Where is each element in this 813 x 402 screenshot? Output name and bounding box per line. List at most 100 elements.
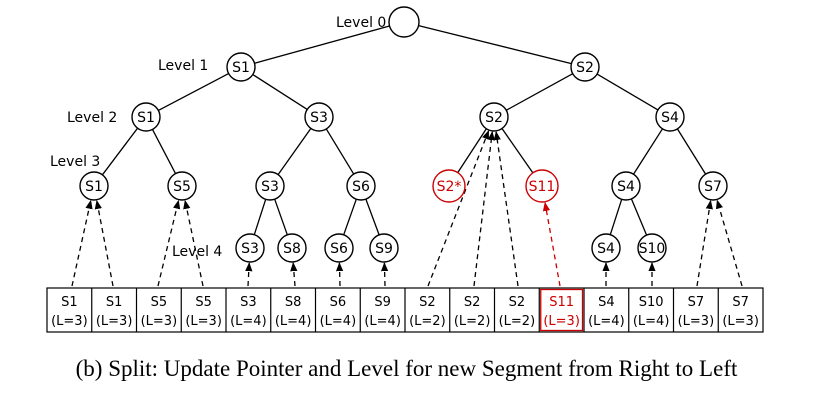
tree-node: S4 [591,233,621,263]
pointer-arrow [542,201,561,287]
pointer-arrow [71,199,93,287]
node-circle [346,171,376,201]
cell-segment: S2 [419,295,436,310]
node-label: S4 [597,241,615,257]
node-circle [698,171,728,201]
tree-edge [101,127,139,176]
node-circle [570,52,600,82]
cell-segment: S7 [732,295,749,310]
pointer-arrow [427,130,490,287]
level-4-label: Level 4 [172,244,222,260]
tree-node: S3 [255,171,285,201]
tree-node: S9 [369,233,399,263]
node-circle [525,169,559,203]
pointer-arrow [380,262,389,287]
tree-edge [151,129,177,174]
tree-node: S7 [698,171,728,201]
tree-node: S10 [637,233,667,263]
cell-level: (L=3) [678,314,715,329]
tree-edge [254,25,390,64]
pointer-arrow [473,130,495,287]
tree-edge [274,198,288,236]
table-cell: S8 (L=4) [270,288,312,332]
tree-node: S2 [570,52,600,82]
cell-level: (L=3) [96,314,133,329]
cell-level: (L=2) [454,314,491,329]
tree-edge [158,72,229,112]
table-cell: S7(L=3) [672,288,715,332]
cell-level: (L=3) [543,314,580,329]
cell-level: (L=4) [275,314,312,329]
pointer-arrows [71,130,743,287]
pointer-arrow [335,262,344,287]
tree-node: S1 [131,102,161,132]
pointer-arrow [696,199,713,287]
node-label: S6 [352,179,370,195]
node-label: S1 [137,110,155,126]
table-cell: S10(L=4) [628,288,669,332]
table-cell: S1 (L=3) [91,288,133,332]
table-cell: S2(L=2) [493,288,536,332]
cell-segment: S9 [374,295,391,310]
node-label: S5 [173,179,191,195]
node-circle [167,171,197,201]
tree-edge [343,198,357,236]
tree-node [388,6,420,38]
node-circle [655,102,685,132]
cell-segment: S8 [285,295,302,310]
node-label: S1 [232,60,250,76]
cell-level: (L=2) [499,314,536,329]
table-cell: S2(L=2) [404,288,446,332]
node-circle [369,233,399,263]
cell-segment: S10 [639,295,664,310]
tree-edge [365,198,380,236]
tree-node: S2* [432,169,466,203]
tree-node: S2 [479,102,509,132]
tree-edge [277,128,312,175]
pointer-arrow [245,262,253,287]
level-0-label: Level 0 [336,15,386,31]
table-cell: S5(L=3) [135,288,177,332]
tree-node: S1 [79,171,109,201]
cell-level: (L=4) [320,314,357,329]
tree-node: S4 [611,171,641,201]
cell-level: (L=3) [185,314,222,329]
pointer-arrow [715,199,743,287]
table-cell: S11(L=3) [538,288,584,332]
tree-edge [418,24,572,65]
pointer-arrow [183,199,204,287]
table-cell: S6(L=4) [314,288,357,332]
node-circle [304,102,334,132]
node-circle [79,171,109,201]
level-3-label: Level 3 [50,154,100,170]
tree-edges [101,24,707,236]
node-circle [235,233,265,263]
node-label: S8 [283,241,301,257]
pointer-arrow [493,130,519,287]
cell-level: (L=3) [51,314,88,329]
cell-level: (L=4) [588,314,625,329]
cell-segment: S5 [195,295,212,310]
node-circle [637,233,667,263]
tree-edge [252,74,308,110]
node-label: S9 [375,241,393,257]
node-label: S4 [661,110,679,126]
tree-node: S6 [346,171,376,201]
node-label: S3 [241,241,259,257]
level-2-label: Level 2 [67,110,117,126]
cell-segment: S1 [106,295,123,310]
cell-segment: S2 [464,295,481,310]
node-circle [388,6,420,38]
node-circle [131,102,161,132]
table-cell: S4 (L=4) [583,288,625,332]
table-cell: S1(L=3) [51,295,88,329]
tree-edge [505,73,574,111]
node-circle [277,233,307,263]
tree-node: S8 [277,233,307,263]
node-label: S11 [529,179,556,195]
node-label: S3 [261,179,279,195]
cell-segment: S4 [598,295,615,310]
node-label: S1 [85,179,103,195]
